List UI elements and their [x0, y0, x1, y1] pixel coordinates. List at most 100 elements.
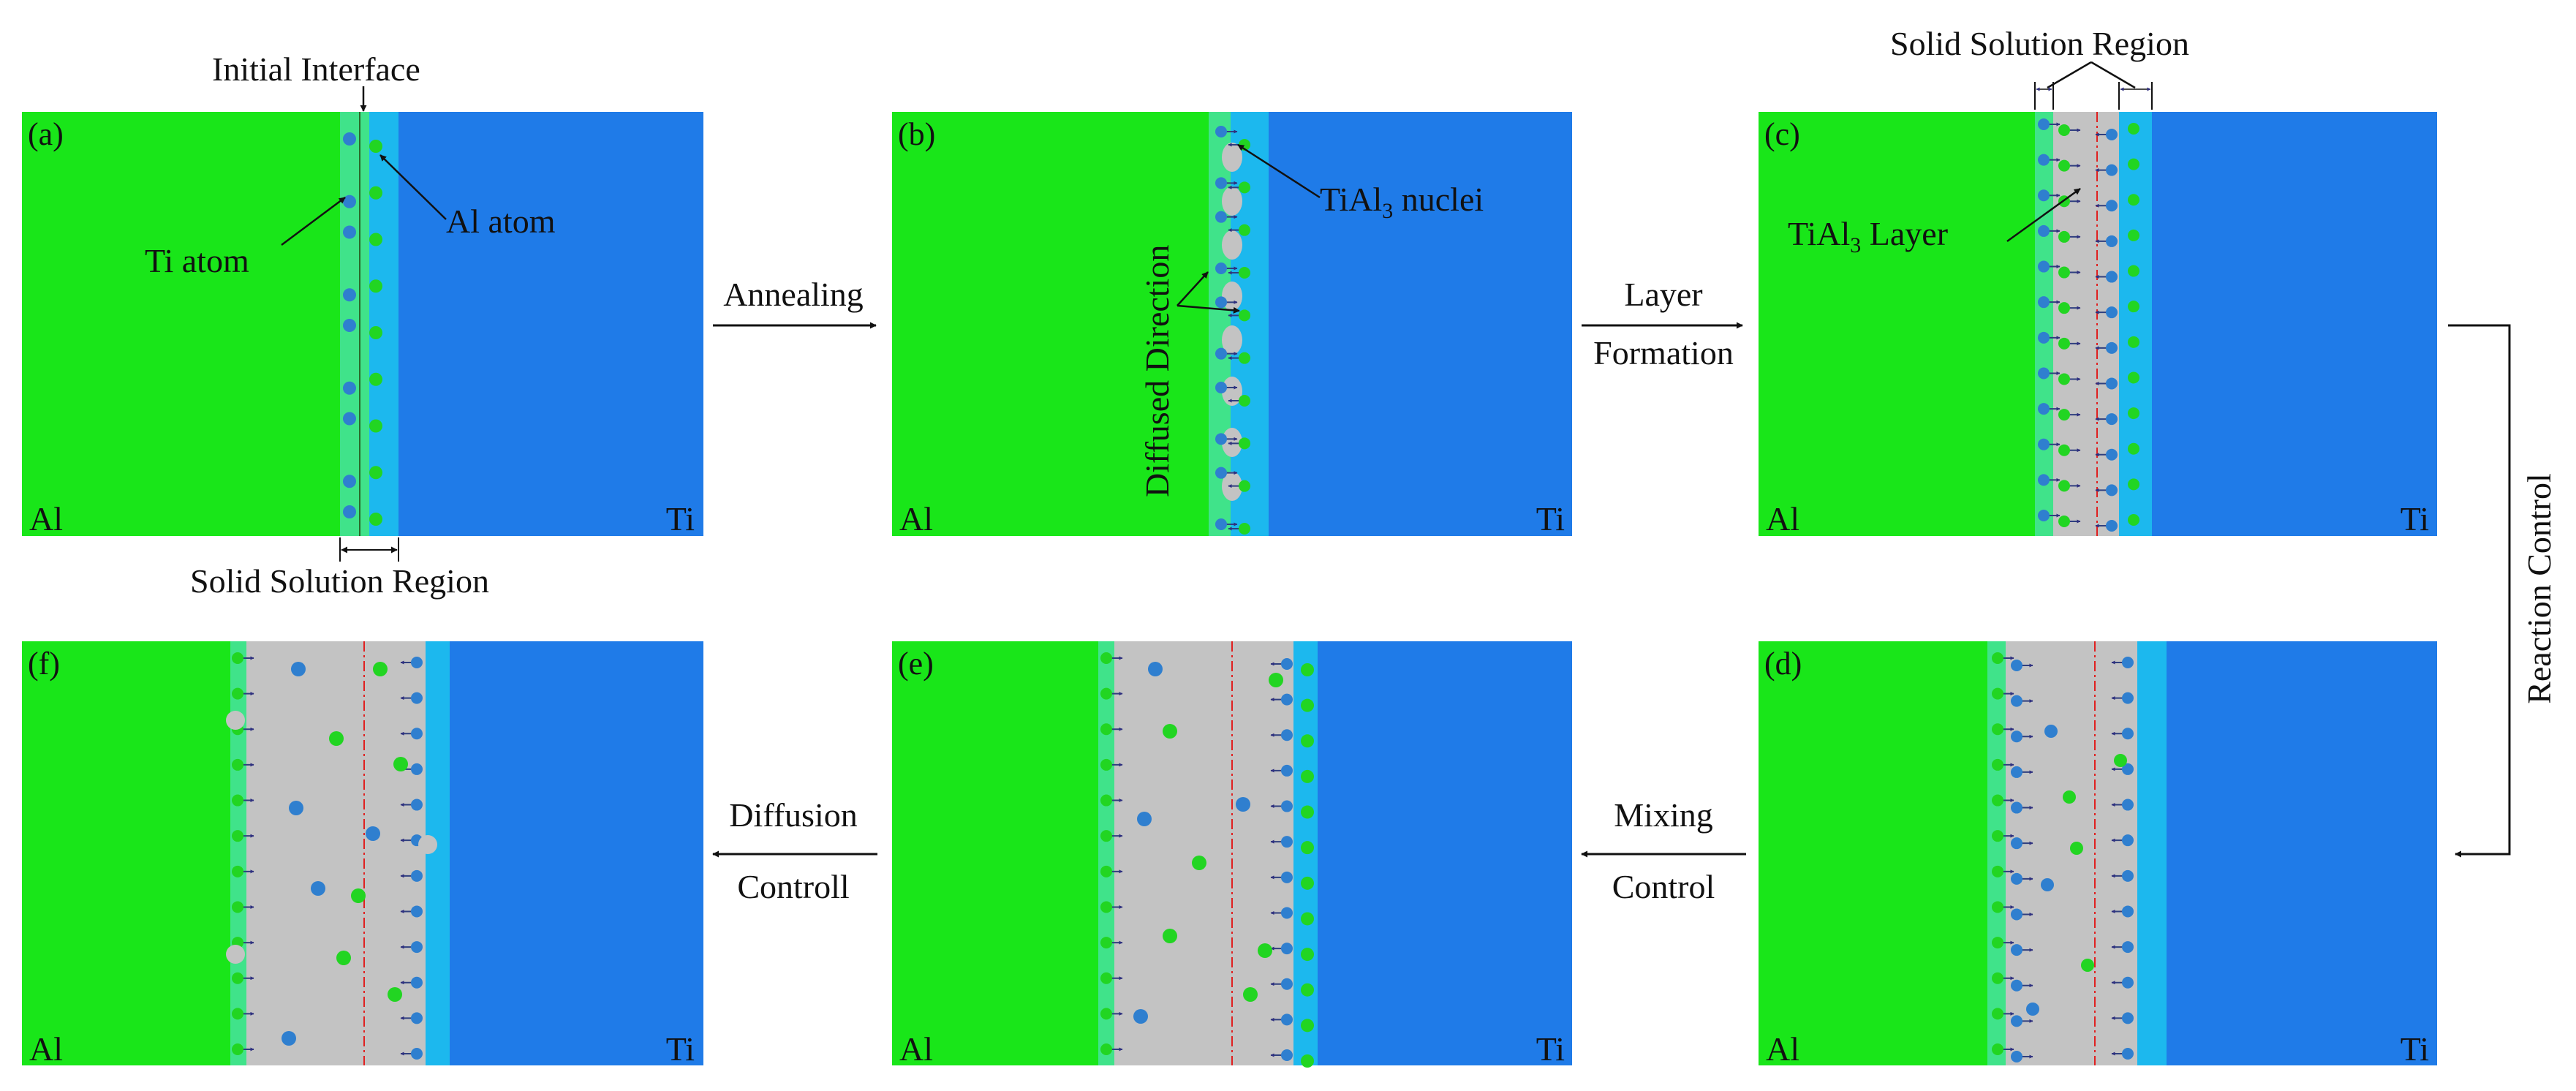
al-atom [369, 326, 382, 339]
al-atom [1100, 830, 1112, 842]
ti-atom [343, 132, 356, 146]
al-atom [232, 830, 243, 842]
al-atom [2058, 516, 2070, 527]
tial3-nucleus [1222, 377, 1242, 406]
solid-solution-al-side [1098, 641, 1114, 1065]
al-atom [2058, 444, 2070, 456]
ti-atom [1215, 518, 1227, 530]
al-atom [2058, 409, 2070, 421]
al-atom [1100, 972, 1112, 984]
annotations-c: Solid Solution Region TiAl3 Layer [1788, 25, 2189, 257]
atoms-d [1992, 652, 2134, 1062]
tial3-layer-pointer [2006, 187, 2081, 243]
ti-atom [1281, 658, 1293, 670]
atoms-a [343, 132, 382, 526]
al-label-b: Al [899, 500, 933, 537]
al-atom [2128, 158, 2139, 170]
al-atom [1301, 983, 1314, 997]
ti-atom [1281, 871, 1293, 883]
al-atom [1100, 794, 1112, 807]
al-atom [393, 757, 408, 771]
ti-atom [2011, 944, 2022, 956]
atoms-e [1100, 652, 1314, 1068]
ti-atom [366, 826, 380, 841]
ti-atom [2122, 976, 2134, 989]
al-atom [373, 662, 388, 676]
al-atom [1301, 769, 1314, 783]
tial3-nucleus [1222, 230, 1242, 260]
al-atom [1301, 698, 1314, 712]
al-atom [2128, 514, 2139, 526]
panel-d: (d) Al Ti [1759, 641, 2437, 1068]
al-atom [232, 758, 243, 771]
panel-c: (c) Al Ti [1759, 112, 2437, 537]
ti-atom [2122, 905, 2134, 918]
ti-atom [2106, 377, 2118, 390]
ti-atom [2011, 872, 2022, 885]
ti-atom-pointer [281, 196, 346, 246]
al-atom [2128, 301, 2139, 313]
ti-atom [2122, 728, 2134, 740]
tial3-nuclei-label: TiAl3 nuclei [1320, 181, 1484, 223]
al-atom [1301, 734, 1314, 748]
ti-atom [2122, 941, 2134, 954]
tial3-layer [2053, 112, 2119, 536]
al-atom [1992, 723, 2003, 736]
ti-region [1269, 112, 1572, 536]
ti-atom [1236, 797, 1250, 812]
al-atom [336, 951, 351, 965]
al-atom [1258, 943, 1272, 958]
tial3-layer [1114, 641, 1293, 1065]
al-atom [1100, 937, 1112, 949]
al-label-a: Al [29, 500, 63, 537]
panel-label-b: (b) [898, 116, 935, 152]
al-atom [369, 513, 382, 526]
ti-atom [291, 662, 306, 676]
ti-atom [2122, 657, 2134, 668]
panel-b: (b) Al Ti [892, 112, 1572, 537]
ti-atom [411, 657, 423, 668]
ti-atom [411, 728, 423, 740]
ti-atom [343, 505, 356, 518]
al-atom [232, 972, 243, 984]
ti-atom [411, 941, 423, 954]
ti-atom [2106, 306, 2118, 319]
initial-interface-label: Initial Interface [212, 50, 420, 88]
solid-solution-al-side [230, 641, 246, 1065]
tial3-nucleus [226, 711, 245, 730]
al-atom [2058, 124, 2070, 136]
solid-solution-al-side [1987, 641, 2006, 1065]
ti-atom [411, 869, 423, 882]
al-atom [232, 794, 243, 807]
ti-atom [411, 976, 423, 989]
ti-region [450, 641, 703, 1065]
ti-atom [2011, 660, 2022, 671]
solid-solution-ti-side [369, 112, 399, 536]
al-atom [1239, 309, 1250, 322]
al-atom [2081, 959, 2094, 972]
atoms-f [226, 652, 437, 1060]
ss-pointer-right [2090, 61, 2136, 89]
ti-atom [343, 319, 356, 332]
ti-atom-label: Ti atom [145, 242, 249, 279]
al-atom [1100, 865, 1112, 877]
diffused-direction-pointer-1 [1176, 271, 1209, 306]
al-atom [369, 419, 382, 433]
ti-label-e: Ti [1536, 1030, 1565, 1068]
panel-f: (f) Al Ti [22, 641, 703, 1068]
panel-label-c: (c) [1764, 116, 1800, 152]
ti-atom [411, 799, 423, 811]
al-atom [2058, 337, 2070, 350]
ti-atom [2038, 154, 2050, 166]
panel-a: (a) Al Ti [22, 112, 703, 537]
al-atom [2128, 442, 2139, 455]
ti-atom [1281, 978, 1293, 990]
al-atom [2128, 265, 2139, 277]
al-atom [232, 901, 243, 913]
tial3-nucleus [226, 945, 245, 964]
al-atom [1239, 224, 1250, 236]
al-atom [1992, 901, 2003, 913]
ti-label-a: Ti [666, 500, 695, 537]
ti-atom [2038, 296, 2050, 309]
ti-atom [282, 1031, 296, 1046]
